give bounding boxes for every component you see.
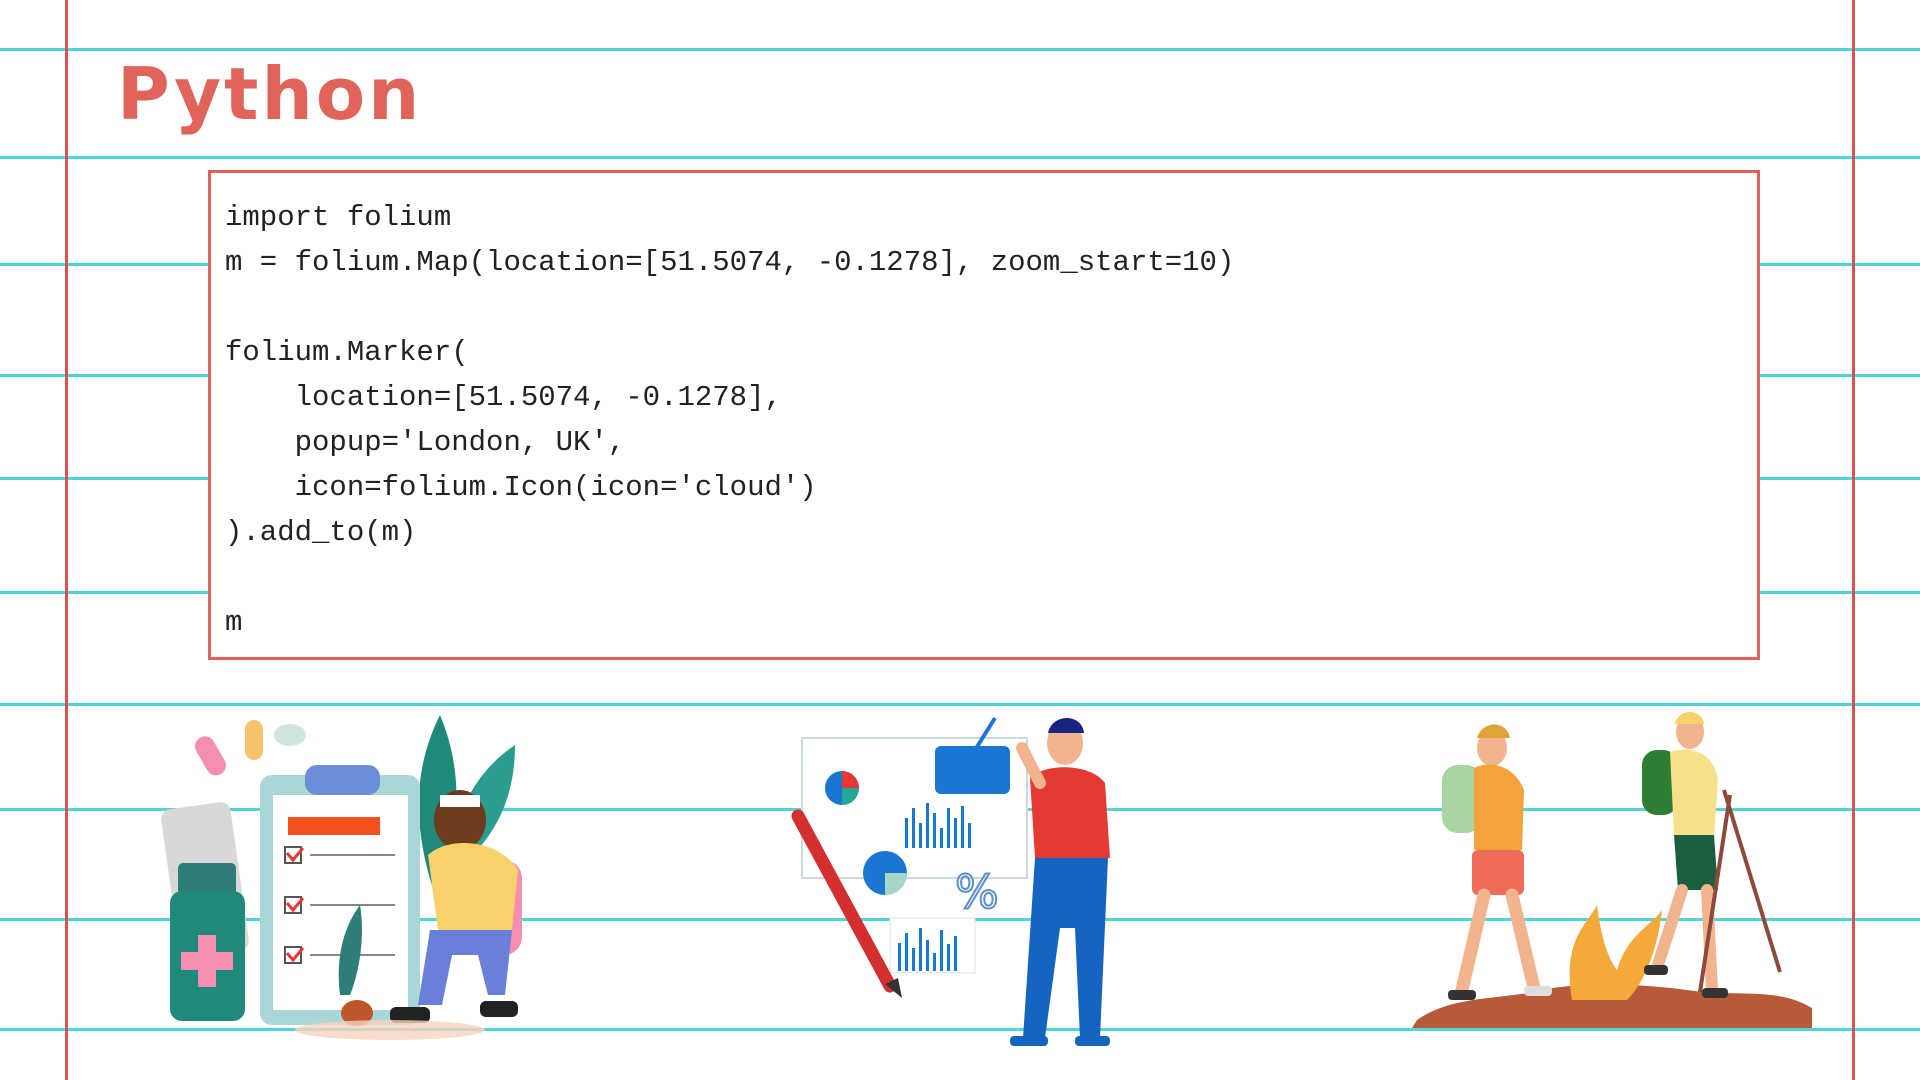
ruled-line: [0, 703, 1920, 706]
code-line: popup='London, UK',: [225, 426, 626, 459]
margin-line-right: [1852, 0, 1855, 1080]
page-title: Python: [117, 52, 423, 136]
code-line: ).add_to(m): [225, 516, 417, 549]
ruled-line: [0, 48, 1920, 51]
code-block: import folium m = folium.Map(location=[5…: [208, 170, 1760, 660]
svg-text:%: %: [955, 865, 999, 919]
margin-line-left: [65, 0, 68, 1080]
code-line: folium.Marker(: [225, 336, 469, 369]
ruled-line: [0, 1028, 1920, 1031]
data-analyst-illustration: %: [791, 716, 1110, 1046]
medical-clipboard-illustration: [161, 715, 522, 1040]
hikers-illustration: [1412, 712, 1812, 1028]
code-line: m: [225, 606, 243, 639]
code-line: location=[51.5074, -0.1278],: [225, 381, 782, 414]
code-line: m = folium.Map(location=[51.5074, -0.127…: [225, 246, 1235, 279]
ruled-line: [0, 156, 1920, 159]
code-line: import folium: [225, 201, 452, 234]
code-text: import folium m = folium.Map(location=[5…: [225, 195, 1234, 645]
code-line: icon=folium.Icon(icon='cloud'): [225, 471, 817, 504]
